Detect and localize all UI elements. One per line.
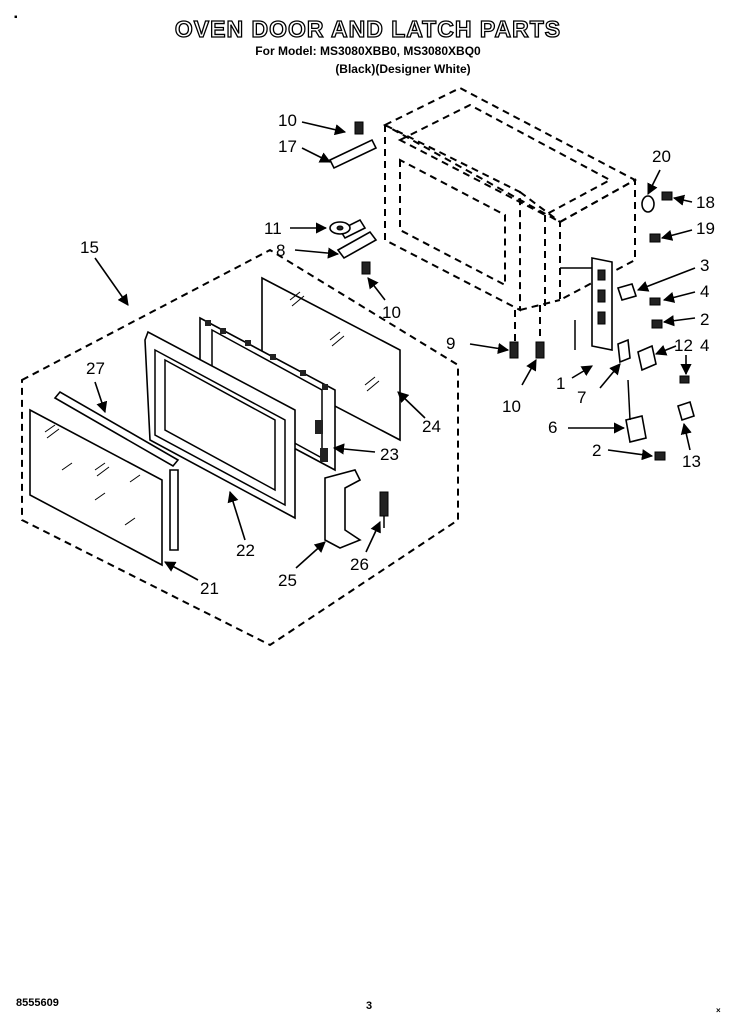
callout-24: 24 (422, 417, 441, 436)
callout-10-top: 10 (278, 111, 297, 130)
corner-mark-bottom: × (716, 1006, 721, 1015)
hinge-washer (329, 221, 351, 235)
door-panel (144, 330, 296, 520)
callout-22: 22 (236, 541, 255, 560)
switch-7 (617, 338, 631, 364)
callout-19: 19 (696, 219, 715, 238)
latch-spring (379, 491, 389, 528)
page-title: OVEN DOOR AND LATCH PARTS (174, 15, 562, 42)
callout-11: 11 (264, 219, 282, 238)
callout-6: 6 (548, 418, 557, 437)
callout-21: 21 (200, 579, 219, 598)
callout-26: 26 (350, 555, 369, 574)
model-line: For Model: MS3080XBB0, MS3080XBQ0 (255, 44, 481, 58)
document-code: 8555609 (16, 997, 59, 1009)
callout-9: 9 (446, 334, 455, 353)
page-number: 3 (366, 1000, 373, 1012)
upper-hinge (328, 121, 378, 170)
bottom-screws (509, 341, 545, 359)
hardware-18-19-20 (641, 191, 673, 243)
callout-4-upper: 4 (700, 282, 709, 301)
callout-15: 15 (80, 238, 99, 257)
outer-door-glass (29, 408, 163, 567)
callout-13: 13 (682, 452, 701, 471)
callout-10-bottom: 10 (502, 397, 521, 416)
actuator-13 (677, 400, 695, 422)
callout-17: 17 (278, 137, 297, 156)
door-assembly-outline (21, 248, 459, 647)
inner-window-glass (261, 276, 401, 442)
callout-2-upper: 2 (700, 310, 709, 329)
interlock-switch-3 (616, 283, 638, 301)
callout-7: 7 (577, 388, 586, 407)
callout-27: 27 (86, 359, 105, 378)
switch-screws (649, 297, 690, 461)
callout-18: 18 (696, 193, 715, 212)
corner-mark: ▪ (14, 12, 18, 23)
switch-6 (625, 379, 647, 443)
callout-12: 12 (674, 336, 693, 355)
oven-cabinet-outline (382, 86, 638, 345)
switch-12 (637, 344, 657, 372)
callout-4-lower: 4 (700, 336, 709, 355)
leader-arrows (94, 121, 696, 581)
color-line: (Black)(Designer White) (335, 62, 471, 76)
choke-strip (53, 390, 180, 551)
callout-10-hinge: 10 (382, 303, 401, 322)
callout-8: 8 (276, 241, 285, 260)
callout-25: 25 (278, 571, 297, 590)
door-latch-hook (324, 469, 362, 549)
callout-3: 3 (700, 256, 709, 275)
callout-20: 20 (652, 147, 671, 166)
callout-23: 23 (380, 445, 399, 464)
latch-bracket-assembly (560, 257, 613, 351)
callout-2-lower: 2 (592, 441, 601, 460)
callout-1: 1 (556, 374, 565, 393)
